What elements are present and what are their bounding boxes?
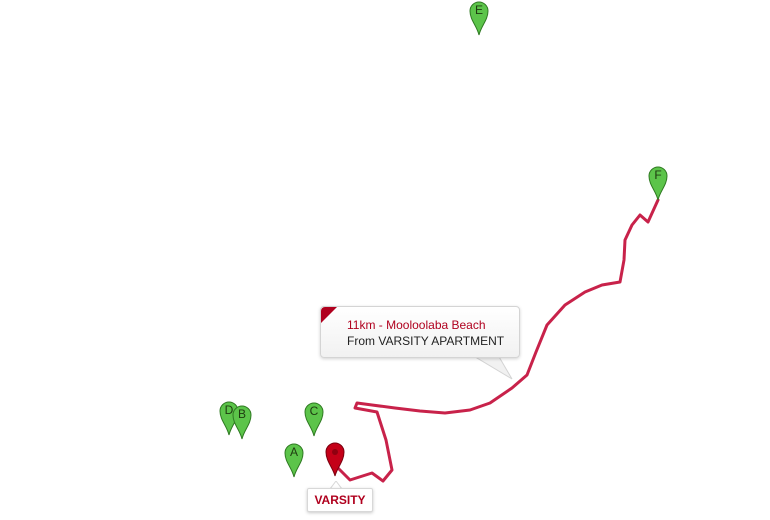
callout-tail bbox=[472, 355, 513, 380]
origin-marker[interactable] bbox=[324, 441, 346, 477]
map-pin-icon bbox=[304, 402, 324, 437]
marker-c[interactable]: C bbox=[303, 401, 325, 437]
marker-label: A bbox=[289, 445, 298, 459]
marker-a[interactable]: A bbox=[283, 442, 305, 478]
callout-title: 11km - Mooloolaba Beach bbox=[347, 318, 486, 332]
map-pin-icon bbox=[469, 1, 489, 36]
marker-label: F bbox=[654, 168, 662, 182]
route-line bbox=[336, 198, 660, 483]
marker-e[interactable]: E bbox=[468, 0, 490, 36]
origin-label: VARSITY bbox=[307, 488, 373, 512]
marker-label: C bbox=[309, 404, 319, 418]
map-pin-icon bbox=[284, 443, 304, 478]
marker-label: B bbox=[237, 407, 246, 421]
marker-f[interactable]: F bbox=[647, 165, 669, 201]
route-info-callout[interactable]: 11km - Mooloolaba Beach From VARSITY APA… bbox=[320, 306, 520, 358]
map-pin-icon bbox=[232, 405, 252, 440]
marker-b[interactable]: B bbox=[231, 404, 253, 440]
map-pin-icon bbox=[325, 442, 345, 477]
callout-subtitle: From VARSITY APARTMENT bbox=[347, 334, 505, 348]
callout-corner-flag bbox=[321, 307, 337, 323]
marker-label: D bbox=[224, 403, 234, 417]
marker-label: E bbox=[474, 3, 483, 17]
map-pin-icon bbox=[648, 166, 668, 201]
origin-label-notch bbox=[330, 481, 342, 489]
